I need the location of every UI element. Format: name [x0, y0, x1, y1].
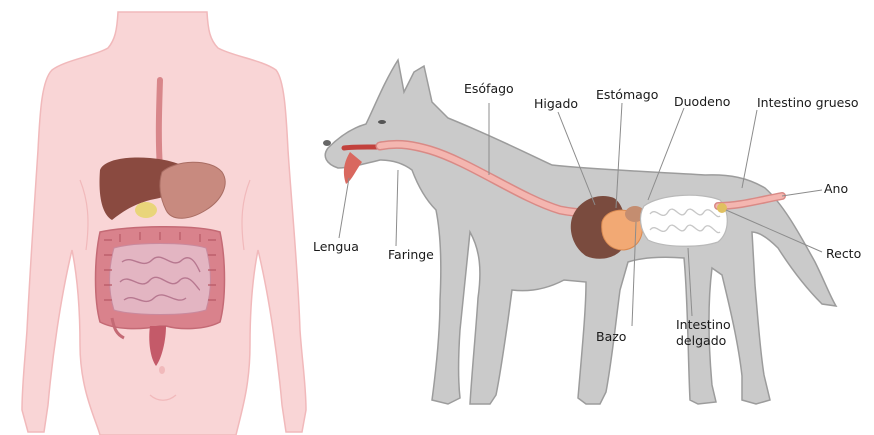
label-lengua: Lengua [313, 240, 359, 254]
leader-intestino-grueso [742, 110, 757, 188]
human-body-illustration [22, 12, 306, 435]
label-duodeno: Duodeno [674, 95, 730, 109]
dog-rectum [717, 203, 727, 213]
label-faringe: Faringe [388, 248, 434, 262]
human-gallbladder [135, 202, 157, 218]
label-intestino-delgado-line1: Intestino [676, 318, 731, 332]
navel [159, 366, 165, 374]
label-intestino-delgado-line2: delgado [676, 334, 726, 348]
label-recto: Recto [826, 247, 861, 261]
human-esophagus [159, 80, 160, 168]
leader-ano [782, 190, 822, 196]
leader-faringe [396, 170, 398, 246]
leader-lengua [339, 178, 349, 238]
label-higado: Higado [534, 97, 578, 111]
dog-nose [323, 140, 331, 146]
label-bazo: Bazo [596, 330, 626, 344]
label-estomago: Estómago [596, 88, 658, 102]
label-esofago: Esófago [464, 82, 514, 96]
dog-body-illustration [323, 60, 836, 404]
label-ano: Ano [824, 182, 848, 196]
label-intestino-grueso: Intestino grueso [757, 96, 858, 110]
dog-small-intestine [641, 195, 728, 246]
dog-eye [378, 120, 386, 124]
